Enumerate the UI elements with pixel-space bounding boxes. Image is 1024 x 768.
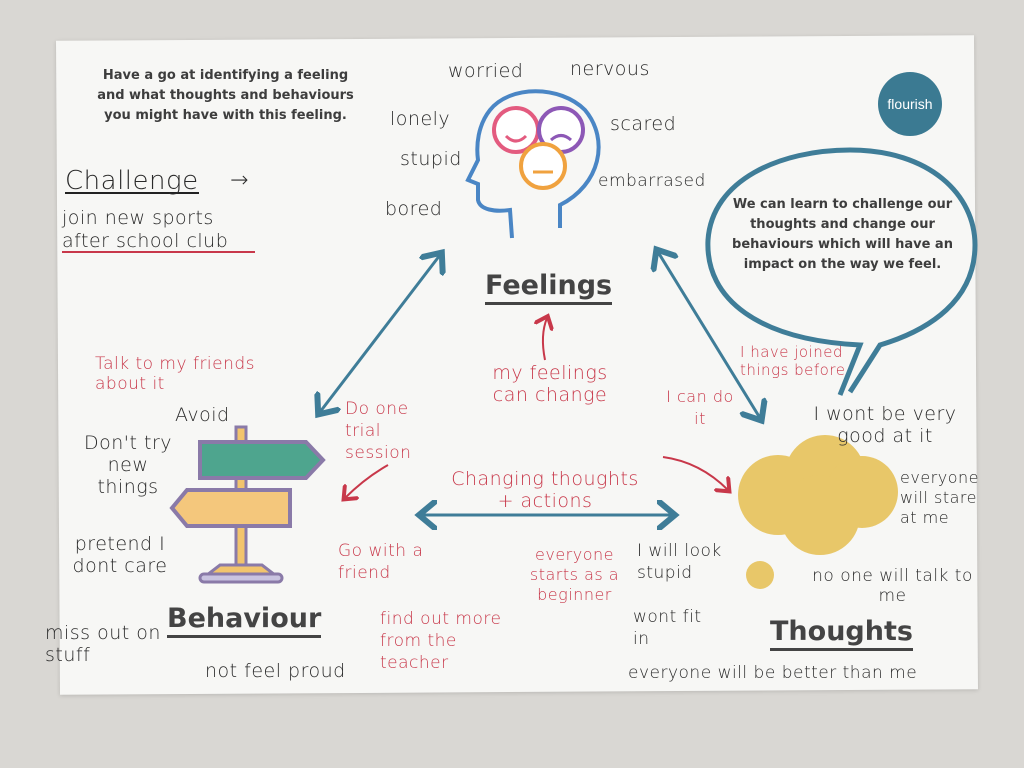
feeling-word: worried: [448, 60, 524, 82]
arrow-feelings-thoughts: [658, 252, 760, 418]
intro-text: Have a go at identifying a feeling and w…: [97, 68, 354, 123]
thought-note: I will look stupid: [637, 541, 722, 583]
behaviour-red-note: find out more from the teacher: [380, 609, 502, 673]
heading-feelings: Feelings: [485, 270, 613, 305]
signpost-icon: [169, 425, 326, 584]
behaviour-note: not feel proud: [205, 660, 346, 682]
heading-behaviour: Behaviour: [167, 603, 322, 638]
behaviour-note: miss out on stuff: [45, 622, 161, 666]
behaviour-note: Don't try new things: [83, 432, 172, 498]
head-icon: [465, 89, 601, 239]
feeling-word: bored: [385, 198, 443, 220]
arrow-feelings-behaviour: [320, 255, 440, 412]
feeling-word: stupid: [400, 148, 462, 170]
thought-note: wont fit in: [633, 607, 702, 649]
thought-red-note: I can do it: [666, 387, 734, 428]
feeling-word: nervous: [570, 58, 650, 80]
red-arrow-behaviour: [345, 464, 389, 498]
challenge-text-2: after school club: [62, 230, 229, 252]
thought-note: everyone will stare at me: [900, 468, 979, 527]
challenge-label: Challenge: [65, 166, 199, 196]
speech-bubble-text: We can learn to challenge our thoughts a…: [732, 197, 953, 272]
feeling-word: scared: [610, 113, 677, 135]
behaviour-note: pretend I dont care: [72, 533, 168, 577]
red-arrow-thoughts: [662, 456, 728, 490]
thought-note: no one will talk to me: [812, 566, 973, 606]
feeling-word: embarrased: [598, 171, 706, 191]
feelings-change-note: my feelings can change: [492, 362, 608, 406]
flourish-logo: flourish: [878, 72, 942, 136]
heading-thoughts: Thoughts: [770, 616, 913, 651]
challenge-text-1: join new sports: [62, 207, 214, 229]
changing-note-1: Changing thoughts: [451, 468, 639, 490]
changing-note-2: + actions: [497, 490, 593, 512]
thought-cloud-icon: [738, 435, 898, 589]
behaviour-red-note: Go with a friend: [338, 541, 424, 583]
thought-note: I wont be very good at it: [813, 403, 957, 447]
thought-red-note: everyone starts as a beginner: [529, 545, 620, 604]
red-arrow-feelings: [543, 318, 547, 361]
challenge-arrow: →: [230, 168, 249, 193]
thought-red-note: I have joined things before: [740, 343, 846, 379]
feeling-word: lonely: [390, 108, 451, 130]
thought-note: everyone will be better than me: [628, 663, 918, 683]
behaviour-note: Avoid: [175, 404, 230, 426]
behaviour-red-note: Do one trial session: [345, 399, 412, 463]
behaviour-red-note: Talk to my friends about it: [95, 354, 256, 394]
